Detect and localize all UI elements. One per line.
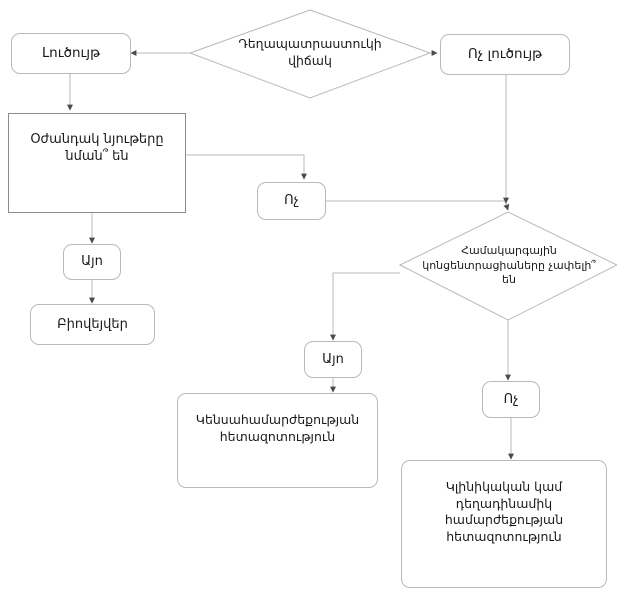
node-excipients[interactable]: Օժանդակ նյութերը նման՞ են [8, 113, 186, 213]
node-state-decision-label: Դեղապատրաստուկի վիճակ [238, 36, 382, 68]
node-biowaiver[interactable]: Բիովեյվեր [30, 304, 155, 345]
node-systemic-decision[interactable]: Համակարգային կոնցենտրացիաները չափելի՞ են [411, 238, 607, 294]
node-yes-2[interactable]: Այո [304, 341, 362, 378]
node-clinical-study-label: Կլինիկական կամ դեղադինամիկ համարժեքությա… [444, 479, 564, 544]
node-state-decision[interactable]: Դեղապատրաստուկի վիճակ [218, 28, 402, 78]
node-no-1[interactable]: Ոչ [257, 182, 326, 220]
edge-no1-to-systemic [326, 200, 510, 211]
decision-shape-systemic [398, 211, 617, 321]
node-yes-1[interactable]: Այո [63, 244, 121, 280]
node-systemic-decision-label: Համակարգային կոնցենտրացիաները չափելի՞ են [422, 243, 596, 287]
node-solution[interactable]: Լուծույթ [11, 33, 131, 74]
node-not-solution-label: Ոչ լուծույթ [467, 45, 543, 62]
node-no-2-label: Ոչ [503, 391, 519, 407]
node-yes-1-label: Այո [81, 254, 103, 270]
node-bioequivalence-study-label: Կենսահամարժեքության հետազոտություն [195, 412, 360, 444]
node-excipients-label: Օժանդակ նյութերը նման՞ են [30, 132, 164, 165]
node-bioequivalence-study[interactable]: Կենսահամարժեքության հետազոտություն [177, 393, 378, 488]
edge-excipients-to-no1 [186, 154, 307, 180]
node-solution-label: Լուծույթ [41, 44, 101, 61]
node-no-2[interactable]: Ոչ [482, 381, 540, 418]
edge-systemic-to-yes2 [330, 272, 400, 341]
node-yes-2-label: Այո [322, 351, 344, 367]
node-biowaiver-label: Բիովեյվեր [57, 316, 128, 332]
decision-shape-state [188, 9, 432, 99]
node-no-1-label: Ոչ [284, 193, 299, 209]
node-clinical-study[interactable]: Կլինիկական կամ դեղադինամիկ համարժեքությա… [401, 460, 607, 588]
node-not-solution[interactable]: Ոչ լուծույթ [440, 34, 570, 75]
